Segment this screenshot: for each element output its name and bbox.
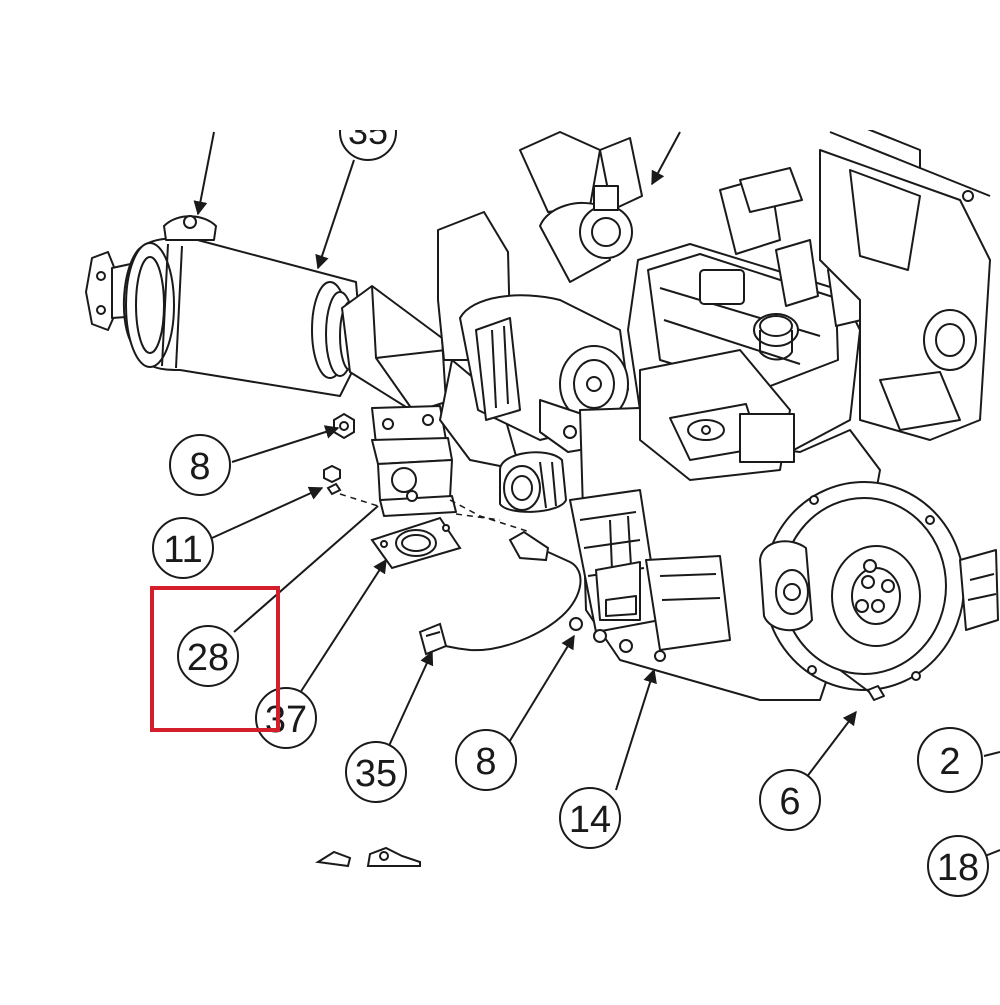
- callout-18: 18: [927, 835, 989, 897]
- callout-11: 11: [152, 517, 214, 579]
- leader-37: [297, 558, 387, 697]
- callout-14-label: 14: [569, 799, 611, 841]
- callout-6: 6: [759, 769, 821, 831]
- callout-2-label: 2: [939, 741, 960, 783]
- engine-block: [437, 117, 999, 701]
- leader-top-left: [193, 131, 215, 216]
- callout-18-label: 18: [937, 847, 979, 889]
- leader-35-bottom: [387, 650, 434, 749]
- callout-8-left-label: 8: [189, 446, 210, 488]
- leader-6: [805, 710, 857, 779]
- leader-8-bottom: [507, 634, 575, 745]
- leader-35-top: [315, 159, 355, 270]
- sensor-harness: [418, 530, 582, 656]
- callout-8-bottom: 8: [455, 729, 517, 791]
- callout-35-bottom: 35: [345, 741, 407, 803]
- top-mask: [0, 0, 1000, 130]
- callout-2: 2: [917, 727, 983, 793]
- bottom-mask-right: [900, 898, 1000, 1000]
- callout-6-label: 6: [779, 781, 800, 823]
- callout-28: 28: [177, 625, 239, 687]
- highlight-box-28: [150, 586, 280, 732]
- bottom-mask: [0, 868, 900, 1000]
- callout-8-bottom-label: 8: [475, 741, 496, 783]
- callout-8-left: 8: [169, 434, 231, 496]
- callout-bubbles: 35 8 11 28 37 35 8 14: [152, 103, 989, 897]
- leader-14: [615, 668, 657, 791]
- leader-11: [211, 486, 324, 539]
- leader-top-center: [651, 131, 681, 186]
- alignment-lines: [339, 493, 531, 533]
- callout-37: 37: [255, 687, 317, 749]
- leader-8-left: [231, 425, 340, 463]
- callout-35-bottom-label: 35: [355, 753, 397, 795]
- leader-2: [983, 751, 1000, 757]
- callout-37-label: 37: [265, 699, 307, 741]
- bottom-partial-part: [315, 846, 421, 868]
- callout-28-label: 28: [187, 637, 229, 679]
- muffler-assembly: [85, 215, 457, 517]
- callout-14: 14: [559, 787, 621, 849]
- leader-lines: [193, 131, 1000, 859]
- gasket-plate: [370, 516, 462, 570]
- leader-28: [233, 505, 379, 633]
- callout-11-label: 11: [163, 529, 202, 571]
